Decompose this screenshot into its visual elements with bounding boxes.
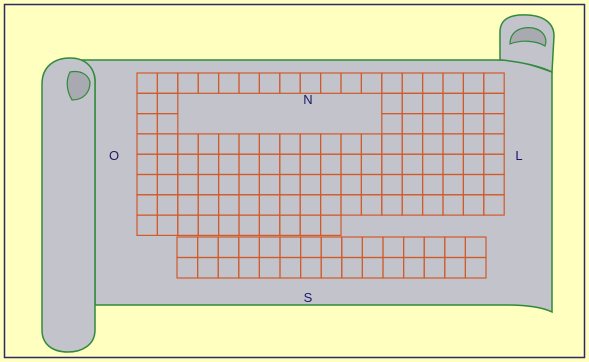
scroll-left-roll: [42, 58, 95, 352]
direction-label-east: L: [515, 148, 522, 163]
direction-label-north: N: [303, 92, 312, 107]
direction-label-south: S: [304, 290, 313, 305]
direction-label-west: O: [109, 148, 119, 163]
